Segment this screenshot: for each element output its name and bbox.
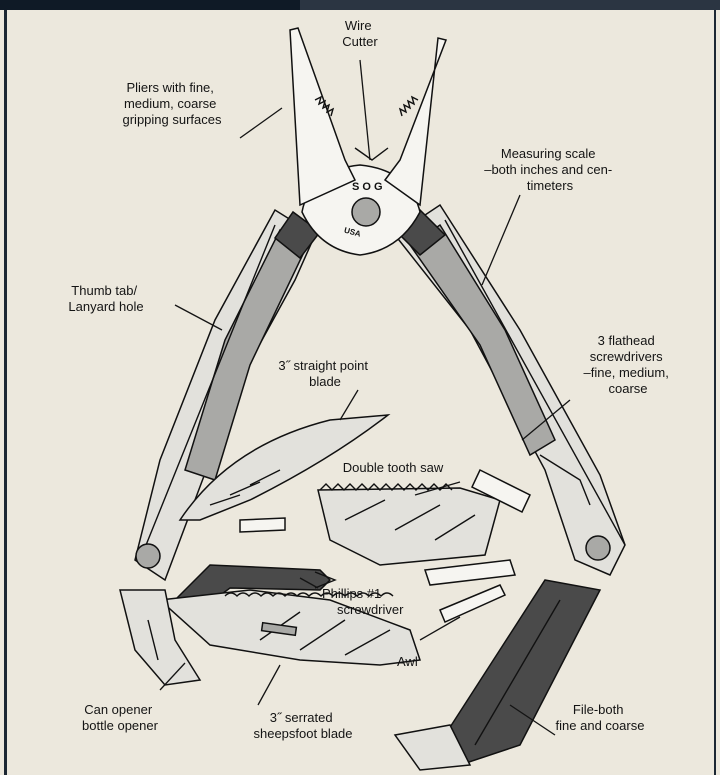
file-tool bbox=[395, 580, 600, 770]
label-serrated-blade: 3˝ serrated sheepsfoot blade bbox=[253, 710, 352, 741]
label-pliers: Pliers with fine, medium, coarse grippin… bbox=[123, 80, 222, 127]
label-straight-blade: 3˝ straight point blade bbox=[278, 358, 371, 389]
leader-wire-cutter bbox=[360, 60, 370, 160]
leader-measuring-scale bbox=[482, 195, 520, 285]
label-file: File-both fine and coarse bbox=[556, 702, 645, 733]
brand-engraving: S O G bbox=[352, 181, 383, 193]
label-saw: Double tooth saw bbox=[343, 460, 444, 475]
label-wire-cutter: Wire Cutter bbox=[342, 18, 378, 49]
label-flathead: 3 flathead screwdrivers –fine, medium, c… bbox=[584, 333, 673, 396]
leader-straight-blade bbox=[340, 390, 358, 420]
leader-awl bbox=[420, 617, 460, 640]
leader-serrated-blade bbox=[258, 665, 280, 705]
double-tooth-saw bbox=[318, 484, 500, 565]
label-thumb-tab: Thumb tab/ Lanyard hole bbox=[68, 283, 143, 314]
label-awl: Awl bbox=[397, 654, 418, 669]
left-handle bbox=[135, 210, 320, 580]
awl bbox=[440, 585, 505, 622]
leader-thumb-tab bbox=[175, 305, 222, 330]
label-measuring-scale: Measuring scale –both inches and cen- ti… bbox=[484, 146, 616, 193]
label-can-opener: Can opener bottle opener bbox=[82, 702, 159, 733]
leader-pliers bbox=[240, 108, 282, 138]
